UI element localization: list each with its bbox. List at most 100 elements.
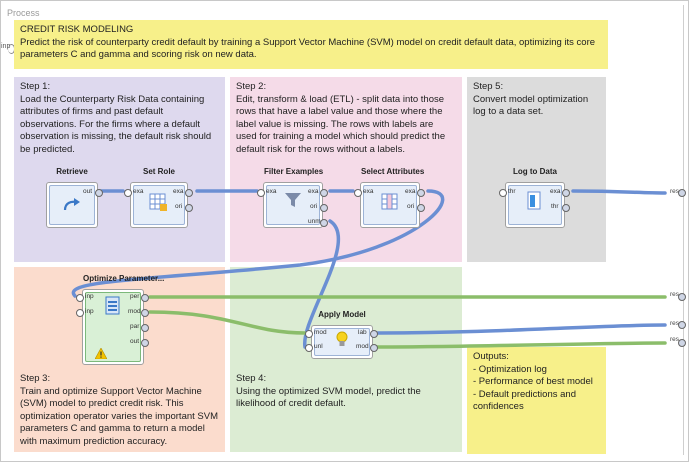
step4-text: Using the optimized SVM model, predict t… (236, 385, 421, 410)
filter-examples-exa-out-label: exa (308, 188, 319, 195)
select-attributes-exa-in-port[interactable] (354, 189, 362, 197)
log-to-data-thr-in-port[interactable] (499, 189, 507, 197)
process-label: Process (7, 8, 40, 18)
columns-icon (381, 193, 398, 210)
filter-examples-exa-in-port[interactable] (257, 189, 265, 197)
optimize-mod-out-port[interactable] (141, 309, 149, 317)
wire-optimize-mod-apply (148, 310, 307, 335)
result-port-label: res (669, 291, 679, 298)
apply-model-mod-out-label: mod (356, 343, 369, 350)
log-to-data-title: Log to Data (513, 167, 557, 176)
optimize-mod-out-label: mod (128, 308, 141, 315)
step1-body: Load the Counterparty Risk Data containi… (20, 93, 212, 155)
outputs-item: - Optimization log (473, 363, 547, 375)
filter-examples-unm-out-port[interactable] (320, 219, 328, 227)
retrieve-operator[interactable]: Retrieve out (46, 167, 103, 228)
log-to-data-operator[interactable]: Log to Data thr exa thr (499, 167, 570, 228)
header-note[interactable]: CREDIT RISK MODELING Predict the risk of… (14, 20, 608, 69)
step2-note[interactable]: Step 2: Edit, transform & load (ETL) - s… (230, 77, 462, 262)
wire-apply-res (373, 323, 667, 335)
result-port-1[interactable] (678, 189, 686, 197)
select-attributes-exa-in-label: exa (363, 188, 374, 195)
step1-title: Step 1: (20, 81, 51, 92)
log-to-data-exa-out-port[interactable] (562, 189, 570, 197)
outputs-item: - Default predictions and confidences (473, 388, 576, 413)
optimize-inp-label-1: inp (85, 293, 94, 300)
apply-model-unl-in-port[interactable] (305, 344, 313, 352)
retrieve-icon (63, 198, 80, 211)
filter-examples-ori-out-label: ori (310, 203, 318, 210)
apply-model-unl-in-label: unl (314, 343, 323, 350)
result-port-label: res (669, 320, 679, 327)
step5-body: Convert model optimization log to a data… (473, 93, 589, 118)
optimize-out-out-port[interactable] (141, 339, 149, 347)
optimize-out-out-label: out (130, 338, 140, 345)
step3-title: Step 3: (20, 373, 51, 384)
wire-apply-mod-res (373, 341, 667, 349)
filter-examples-exa-out-port[interactable] (320, 189, 328, 197)
result-port-label: res (669, 188, 679, 195)
result-port-4[interactable] (678, 339, 686, 347)
step2-title: Step 2: (236, 81, 267, 92)
set-role-exa-out-port[interactable] (185, 189, 193, 197)
select-attributes-exa-out-port[interactable] (417, 189, 425, 197)
step4-body: Step 4: Using the optimized SVM model, p… (236, 373, 446, 411)
apply-model-title: Apply Model (318, 310, 366, 319)
set-role-operator[interactable]: Set Role exa exa ori (124, 167, 193, 228)
select-attributes-ori-out-label: ori (407, 203, 415, 210)
lightbulb-icon (336, 331, 348, 346)
step5-note[interactable]: Step 5: Convert model optimization log t… (467, 77, 606, 262)
optimize-par-out-port[interactable] (141, 324, 149, 332)
result-port-label: res (669, 336, 679, 343)
filter-examples-operator[interactable]: Filter Examples exa exa ori unm (257, 167, 328, 228)
apply-model-mod-out-port[interactable] (370, 344, 378, 352)
log-to-data-thr-out-port[interactable] (562, 204, 570, 212)
apply-model-operator[interactable]: Apply Model mod unl lab mod (305, 310, 378, 359)
step3-body: Step 3: Train and optimize Support Vecto… (20, 373, 218, 449)
outputs-item: - Performance of best model (473, 376, 593, 388)
set-role-ori-out-label: ori (175, 203, 183, 210)
optimize-inp-port-1[interactable] (76, 294, 84, 302)
filter-examples-ori-out-port[interactable] (320, 204, 328, 212)
select-attributes-ori-out-port[interactable] (417, 204, 425, 212)
optimize-parameters-title: Optimize Parameter... (83, 274, 165, 283)
apply-model-lab-out-label: lab (358, 329, 367, 336)
apply-model-mod-in-port[interactable] (305, 330, 313, 338)
result-ports-bar (683, 5, 684, 455)
result-port-2[interactable] (678, 293, 686, 301)
optimize-inp-label-2: inp (85, 308, 94, 315)
step4-title: Step 4: (236, 373, 267, 384)
subprocess-icon (105, 296, 120, 315)
set-role-exa-in-port[interactable] (124, 189, 132, 197)
retrieve-out-port[interactable] (95, 189, 103, 197)
optimize-parameters-operator[interactable]: Optimize Parameter... inp inp per mod pa… (76, 274, 164, 365)
retrieve-out-label: out (83, 188, 93, 195)
log-document-icon (527, 191, 541, 210)
header-note-body: Predict the risk of counterparty credit … (20, 36, 596, 61)
outputs-note[interactable]: Outputs: - Optimization log - Performanc… (467, 347, 606, 454)
step3-text: Train and optimize Support Vector Machin… (20, 385, 219, 447)
select-attributes-exa-out-label: exa (405, 188, 416, 195)
process-input-label: inp (1, 43, 11, 50)
select-attributes-operator[interactable]: Select Attributes exa exa ori (354, 167, 425, 228)
optimize-par-out-label: par (130, 323, 140, 330)
table-icon (149, 193, 167, 211)
log-to-data-exa-out-label: exa (550, 188, 561, 195)
log-to-data-thr-in-label: thr (508, 188, 516, 195)
filter-examples-exa-in-label: exa (266, 188, 277, 195)
optimize-inp-port-2[interactable] (76, 309, 84, 317)
select-attributes-title: Select Attributes (361, 167, 425, 176)
filter-examples-title: Filter Examples (264, 167, 324, 176)
log-to-data-thr-out-label: thr (551, 203, 559, 210)
apply-model-mod-in-label: mod (314, 329, 327, 336)
step1-note[interactable]: Step 1: Load the Counterparty Risk Data … (14, 77, 225, 262)
set-role-exa-out-label: exa (173, 188, 184, 195)
filter-examples-unm-out-label: unm (308, 218, 321, 225)
optimize-per-out-port[interactable] (141, 294, 149, 302)
retrieve-title: Retrieve (56, 167, 88, 176)
result-port-3[interactable] (678, 321, 686, 329)
apply-model-lab-out-port[interactable] (370, 330, 378, 338)
step2-body: Edit, transform & load (ETL) - split dat… (236, 93, 446, 155)
set-role-ori-out-port[interactable] (185, 204, 193, 212)
